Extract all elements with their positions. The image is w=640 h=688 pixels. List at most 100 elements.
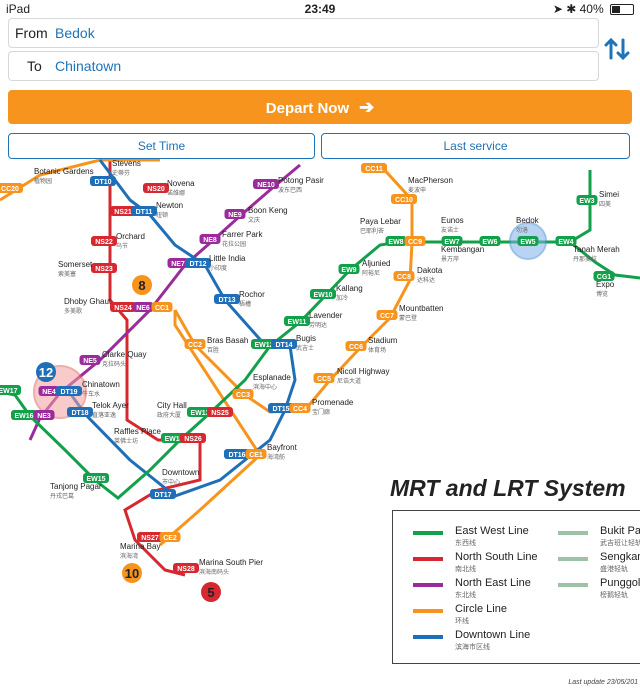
station-code-badge[interactable]: DT17 — [150, 489, 176, 499]
station-code-badge[interactable]: CC1 — [151, 302, 173, 312]
station-code-badge[interactable]: EW7 — [441, 236, 463, 246]
station-name[interactable]: Lavender — [309, 311, 343, 320]
station-name[interactable]: Downtown — [162, 468, 199, 477]
station-code-badge[interactable]: EW4 — [555, 236, 577, 246]
station-code-badge[interactable]: NE8 — [199, 234, 221, 244]
station-name[interactable]: Esplanade — [253, 373, 291, 382]
station-code-badge[interactable]: NE5 — [79, 355, 101, 365]
station-name[interactable]: City Hall — [157, 401, 187, 410]
station-code-badge[interactable]: CC4 — [289, 403, 311, 413]
station-name[interactable]: Bras Basah — [207, 336, 248, 345]
station-code-badge[interactable]: EW17 — [0, 385, 21, 395]
station-name[interactable]: Tanah Merah — [573, 245, 620, 254]
station-name[interactable]: Orchard — [116, 232, 145, 241]
station-code-badge[interactable]: DT13 — [214, 294, 240, 304]
station-code-badge[interactable]: EW16 — [11, 410, 37, 420]
station-name[interactable]: Promenade — [312, 398, 354, 407]
station-name[interactable]: Stevens — [112, 159, 141, 168]
station-name[interactable]: Nicoll Highway — [337, 367, 389, 376]
station-name[interactable]: Farrer Park — [222, 230, 263, 239]
station-name[interactable]: Botanic Gardens — [34, 167, 94, 176]
station-code-badge[interactable]: DT14 — [271, 339, 297, 349]
station-name[interactable]: Telok Ayer — [92, 401, 129, 410]
station-name[interactable]: Somerset — [58, 260, 93, 269]
station-code-badge[interactable]: CC8 — [393, 271, 415, 281]
from-field[interactable]: From Bedok — [8, 18, 599, 48]
station-code-badge[interactable]: NE4 — [38, 386, 60, 396]
station-name[interactable]: Chinatown — [82, 380, 120, 389]
station-name[interactable]: Little India — [209, 254, 246, 263]
station-code-badge[interactable]: DT19 — [56, 386, 82, 396]
station-name[interactable]: Marina South Pier — [199, 558, 263, 567]
station-code-badge[interactable]: EW8 — [385, 236, 407, 246]
station-code-badge[interactable]: NS28 — [173, 563, 199, 573]
station-code-badge[interactable]: CC2 — [184, 339, 206, 349]
set-time-button[interactable]: Set Time — [8, 133, 315, 159]
station-code-badge[interactable]: CC6 — [345, 341, 367, 351]
station-code-badge[interactable]: EW10 — [310, 289, 336, 299]
station-code-badge[interactable]: NS20 — [143, 183, 169, 193]
station-name[interactable]: Boon Keng — [248, 206, 288, 215]
station-code-badge[interactable]: NS21 — [110, 206, 136, 216]
station-code-badge[interactable]: NE9 — [224, 209, 246, 219]
station-name[interactable]: Kallang — [336, 284, 363, 293]
station-code-badge[interactable]: EW13 — [187, 407, 213, 417]
station-code-badge[interactable]: NS23 — [91, 263, 117, 273]
station-name[interactable]: Bugis — [296, 334, 316, 343]
station-code-badge[interactable]: NS26 — [180, 433, 206, 443]
station-code-badge[interactable]: NS25 — [207, 407, 233, 417]
station-code-badge[interactable]: NS22 — [91, 236, 117, 246]
station-code-badge[interactable]: CE1 — [245, 449, 267, 459]
station-name[interactable]: Potong Pasir — [278, 176, 324, 185]
station-code-badge[interactable]: NE7 — [167, 258, 189, 268]
station-code-badge[interactable]: CC20 — [0, 183, 23, 193]
station-name[interactable]: Clarke Quay — [102, 350, 146, 359]
station-name[interactable]: Bayfront — [267, 443, 298, 452]
station-code-badge[interactable]: DT16 — [224, 449, 250, 459]
station-code-badge[interactable]: NS27 — [137, 532, 163, 542]
station-name[interactable]: Mountbatten — [399, 304, 443, 313]
station-name[interactable]: Simei — [599, 190, 619, 199]
station-code-badge[interactable]: DT12 — [185, 258, 211, 268]
station-code-badge[interactable]: CC9 — [404, 236, 426, 246]
station-name[interactable]: Novena — [167, 179, 195, 188]
swap-route-button[interactable] — [600, 32, 634, 66]
station-name[interactable]: Aljunied — [362, 259, 390, 268]
station-code-badge[interactable]: EW15 — [83, 473, 109, 483]
station-code-badge[interactable]: NE6 — [132, 302, 154, 312]
station-code-badge[interactable]: EW5 — [517, 236, 539, 246]
station-name[interactable]: Raffles Place — [114, 427, 162, 436]
station-code-badge[interactable]: NE3 — [33, 410, 55, 420]
station-name[interactable]: Newton — [156, 201, 183, 210]
station-code-badge[interactable]: CC3 — [232, 389, 254, 399]
station-code-badge[interactable]: CC7 — [376, 310, 398, 320]
station-code-badge[interactable]: EW12 — [251, 339, 277, 349]
station-code-badge[interactable]: CG1 — [593, 271, 615, 281]
station-name[interactable]: Eunos — [441, 216, 464, 225]
station-code-badge[interactable]: DT15 — [268, 403, 294, 413]
depart-now-button[interactable]: Depart Now➔ — [8, 90, 632, 124]
to-field[interactable]: To Chinatown — [8, 51, 599, 81]
station-name[interactable]: Marina Bay — [120, 542, 160, 551]
station-code-badge[interactable]: DT11 — [131, 206, 157, 216]
station-name[interactable]: Paya Lebar — [360, 217, 401, 226]
station-code-badge[interactable]: EW9 — [338, 264, 360, 274]
station-code-badge[interactable]: DT10 — [90, 176, 116, 186]
station-code-badge[interactable]: CC10 — [391, 194, 417, 204]
station-code-badge[interactable]: NS24 — [110, 302, 136, 312]
station-name[interactable]: Stadium — [368, 336, 398, 345]
station-name[interactable]: MacPherson — [408, 176, 453, 185]
station-code-badge[interactable]: DT18 — [67, 407, 93, 417]
station-code-badge[interactable]: CC5 — [313, 373, 335, 383]
to-value[interactable]: Chinatown — [55, 58, 122, 74]
station-code-badge[interactable]: EW6 — [479, 236, 501, 246]
station-code-badge[interactable]: CE2 — [159, 532, 181, 542]
station-name[interactable]: Kembangan — [441, 245, 484, 254]
station-name[interactable]: Dhoby Ghaut — [64, 297, 112, 306]
station-name[interactable]: Dakota — [417, 266, 443, 275]
station-name[interactable]: Bedok — [516, 216, 540, 225]
station-code-badge[interactable]: CC11 — [361, 163, 387, 173]
station-name[interactable]: Expo — [596, 280, 615, 289]
last-service-button[interactable]: Last service — [321, 133, 630, 159]
